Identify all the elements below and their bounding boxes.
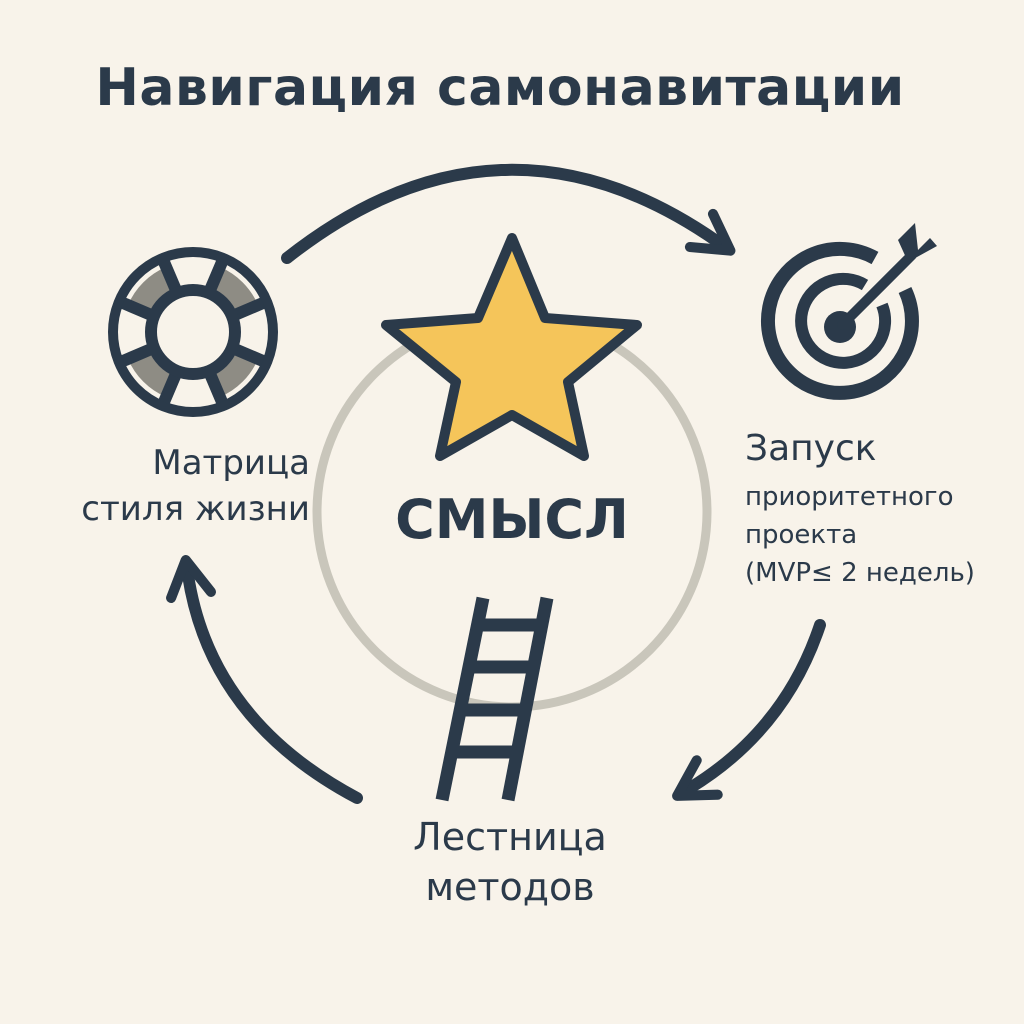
page-title: Навигация самонавитации: [95, 58, 905, 118]
label-line: Матрица: [152, 443, 310, 483]
node-label-priority-project: приоритетного проекта (MVP≤ 2 недель): [745, 478, 975, 592]
label-line: (MVP≤ 2 недель): [745, 558, 975, 588]
star-icon: [381, 233, 642, 461]
label-line: Лестница: [413, 815, 607, 859]
node-title-launch: Запуск: [745, 428, 877, 469]
arrow-left: [166, 555, 363, 804]
node-label-lifestyle-matrix: Матрица стиля жизни: [60, 440, 310, 532]
center-label: СМЫСЛ: [395, 488, 629, 551]
label-line: проекта: [745, 520, 858, 550]
label-line: стиля жизни: [81, 489, 310, 529]
node-label-methods-ladder: Лестница методов: [350, 812, 670, 912]
label-line: методов: [425, 865, 595, 909]
arrow-top: [281, 163, 736, 264]
lifebuoy-icon: [108, 247, 278, 417]
target-icon: [760, 223, 937, 400]
label-line: приоритетного: [745, 482, 954, 512]
arrow-right: [672, 619, 826, 801]
ladder-icon: [435, 596, 554, 802]
